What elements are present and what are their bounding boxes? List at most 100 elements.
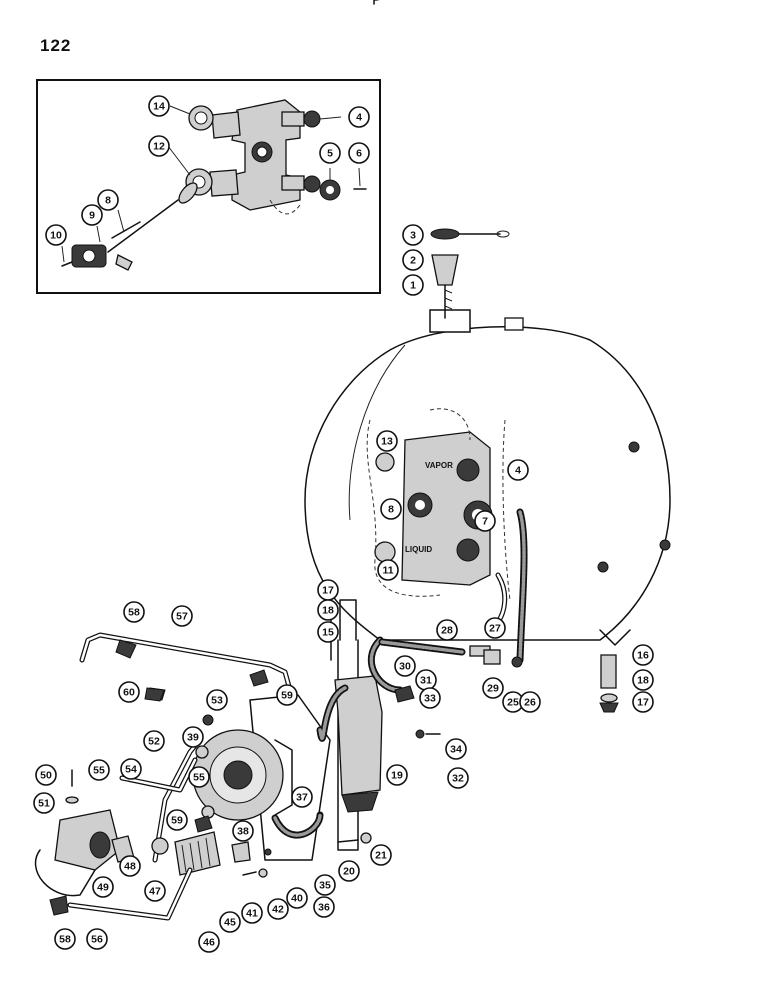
callout-55: 55 [188, 766, 210, 788]
callout-31: 31 [415, 669, 437, 691]
callout-number: 58 [128, 607, 140, 619]
callout-40: 40 [286, 887, 308, 909]
callout-number: 13 [381, 436, 393, 448]
callout-55: 55 [88, 759, 110, 781]
callout-3: 3 [402, 224, 424, 246]
callout-number: 45 [224, 917, 236, 929]
callout-39: 39 [182, 726, 204, 748]
callout-17: 17 [317, 579, 339, 601]
callout-number: 2 [410, 255, 416, 267]
callout-11: 11 [377, 559, 399, 581]
callout-number: 4 [515, 465, 521, 477]
inset-detail [36, 79, 381, 294]
callout-number: 31 [420, 675, 432, 687]
fill-valve-assembly [430, 228, 510, 319]
callout-number: 48 [124, 861, 136, 873]
page-number: 122 [40, 36, 72, 55]
callout-number: 7 [482, 516, 488, 528]
callout-number: 5 [327, 148, 333, 160]
callout-number: 60 [123, 687, 135, 699]
callout-13: 13 [376, 430, 398, 452]
callout-number: 42 [272, 904, 284, 916]
callout-number: 30 [399, 661, 411, 673]
callout-15: 15 [317, 621, 339, 643]
callout-18: 18 [317, 599, 339, 621]
callout-number: 26 [524, 697, 536, 709]
callout-number: 28 [441, 625, 453, 637]
callout-27: 27 [484, 617, 506, 639]
callout-number: 20 [343, 866, 355, 878]
callout-number: 41 [246, 908, 258, 920]
callout-number: 8 [105, 195, 111, 207]
callout-number: 6 [356, 148, 362, 160]
callout-21: 21 [370, 844, 392, 866]
callout-number: 55 [93, 765, 105, 777]
callout-12: 12 [148, 135, 170, 157]
cropped-heading-fragment [373, 0, 380, 5]
callout-number: 29 [487, 683, 499, 695]
callout-number: 51 [38, 798, 50, 810]
callout-38: 38 [232, 820, 254, 842]
callout-number: 52 [148, 736, 160, 748]
callout-5: 5 [319, 142, 341, 164]
callout-number: 9 [89, 210, 95, 222]
callout-number: 17 [637, 697, 649, 709]
callout-37: 37 [291, 786, 313, 808]
callout-number: 15 [322, 627, 334, 639]
vapor-label: VAPOR [425, 461, 453, 470]
callout-33: 33 [419, 687, 441, 709]
callout-20: 20 [338, 860, 360, 882]
callout-19: 19 [386, 764, 408, 786]
callout-28: 28 [436, 619, 458, 641]
callout-52: 52 [143, 730, 165, 752]
bracket-and-filter [249, 607, 619, 861]
callout-18: 18 [632, 669, 654, 691]
callout-30: 30 [394, 655, 416, 677]
callout-number: 39 [187, 732, 199, 744]
callout-7: 7 [474, 510, 496, 532]
callout-number: 14 [153, 101, 165, 113]
callout-41: 41 [241, 902, 263, 924]
callout-8: 8 [97, 189, 119, 211]
callout-number: 57 [176, 611, 188, 623]
callout-49: 49 [92, 876, 114, 898]
callout-number: 38 [237, 826, 249, 838]
carburetor [34, 669, 269, 921]
callout-1: 1 [402, 274, 424, 296]
callout-number: 16 [637, 650, 649, 662]
callout-58: 58 [54, 928, 76, 950]
callout-42: 42 [267, 898, 289, 920]
callout-number: 10 [50, 230, 62, 242]
callout-number: 56 [91, 934, 103, 946]
callout-number: 12 [153, 141, 165, 153]
callout-26: 26 [519, 691, 541, 713]
callout-number: 46 [203, 937, 215, 949]
callout-35: 35 [314, 874, 336, 896]
callout-number: 50 [40, 770, 52, 782]
callout-10: 10 [45, 224, 67, 246]
callout-number: 19 [391, 770, 403, 782]
callout-number: 8 [388, 504, 394, 516]
callout-number: 36 [318, 902, 330, 914]
callout-54: 54 [120, 758, 142, 780]
callout-2: 2 [402, 249, 424, 271]
callout-59: 59 [166, 809, 188, 831]
callout-53: 53 [206, 689, 228, 711]
callout-number: 1 [410, 280, 416, 292]
callout-47: 47 [144, 880, 166, 902]
callout-number: 32 [452, 773, 464, 785]
callout-number: 18 [637, 675, 649, 687]
callout-58: 58 [123, 601, 145, 623]
callout-number: 54 [125, 764, 137, 776]
callout-number: 53 [211, 695, 223, 707]
callout-number: 18 [322, 605, 334, 617]
callout-number: 27 [489, 623, 501, 635]
callout-number: 35 [319, 880, 331, 892]
callout-60: 60 [118, 681, 140, 703]
callout-number: 58 [59, 934, 71, 946]
callout-59: 59 [276, 684, 298, 706]
callout-14: 14 [148, 95, 170, 117]
callout-number: 3 [410, 230, 416, 242]
